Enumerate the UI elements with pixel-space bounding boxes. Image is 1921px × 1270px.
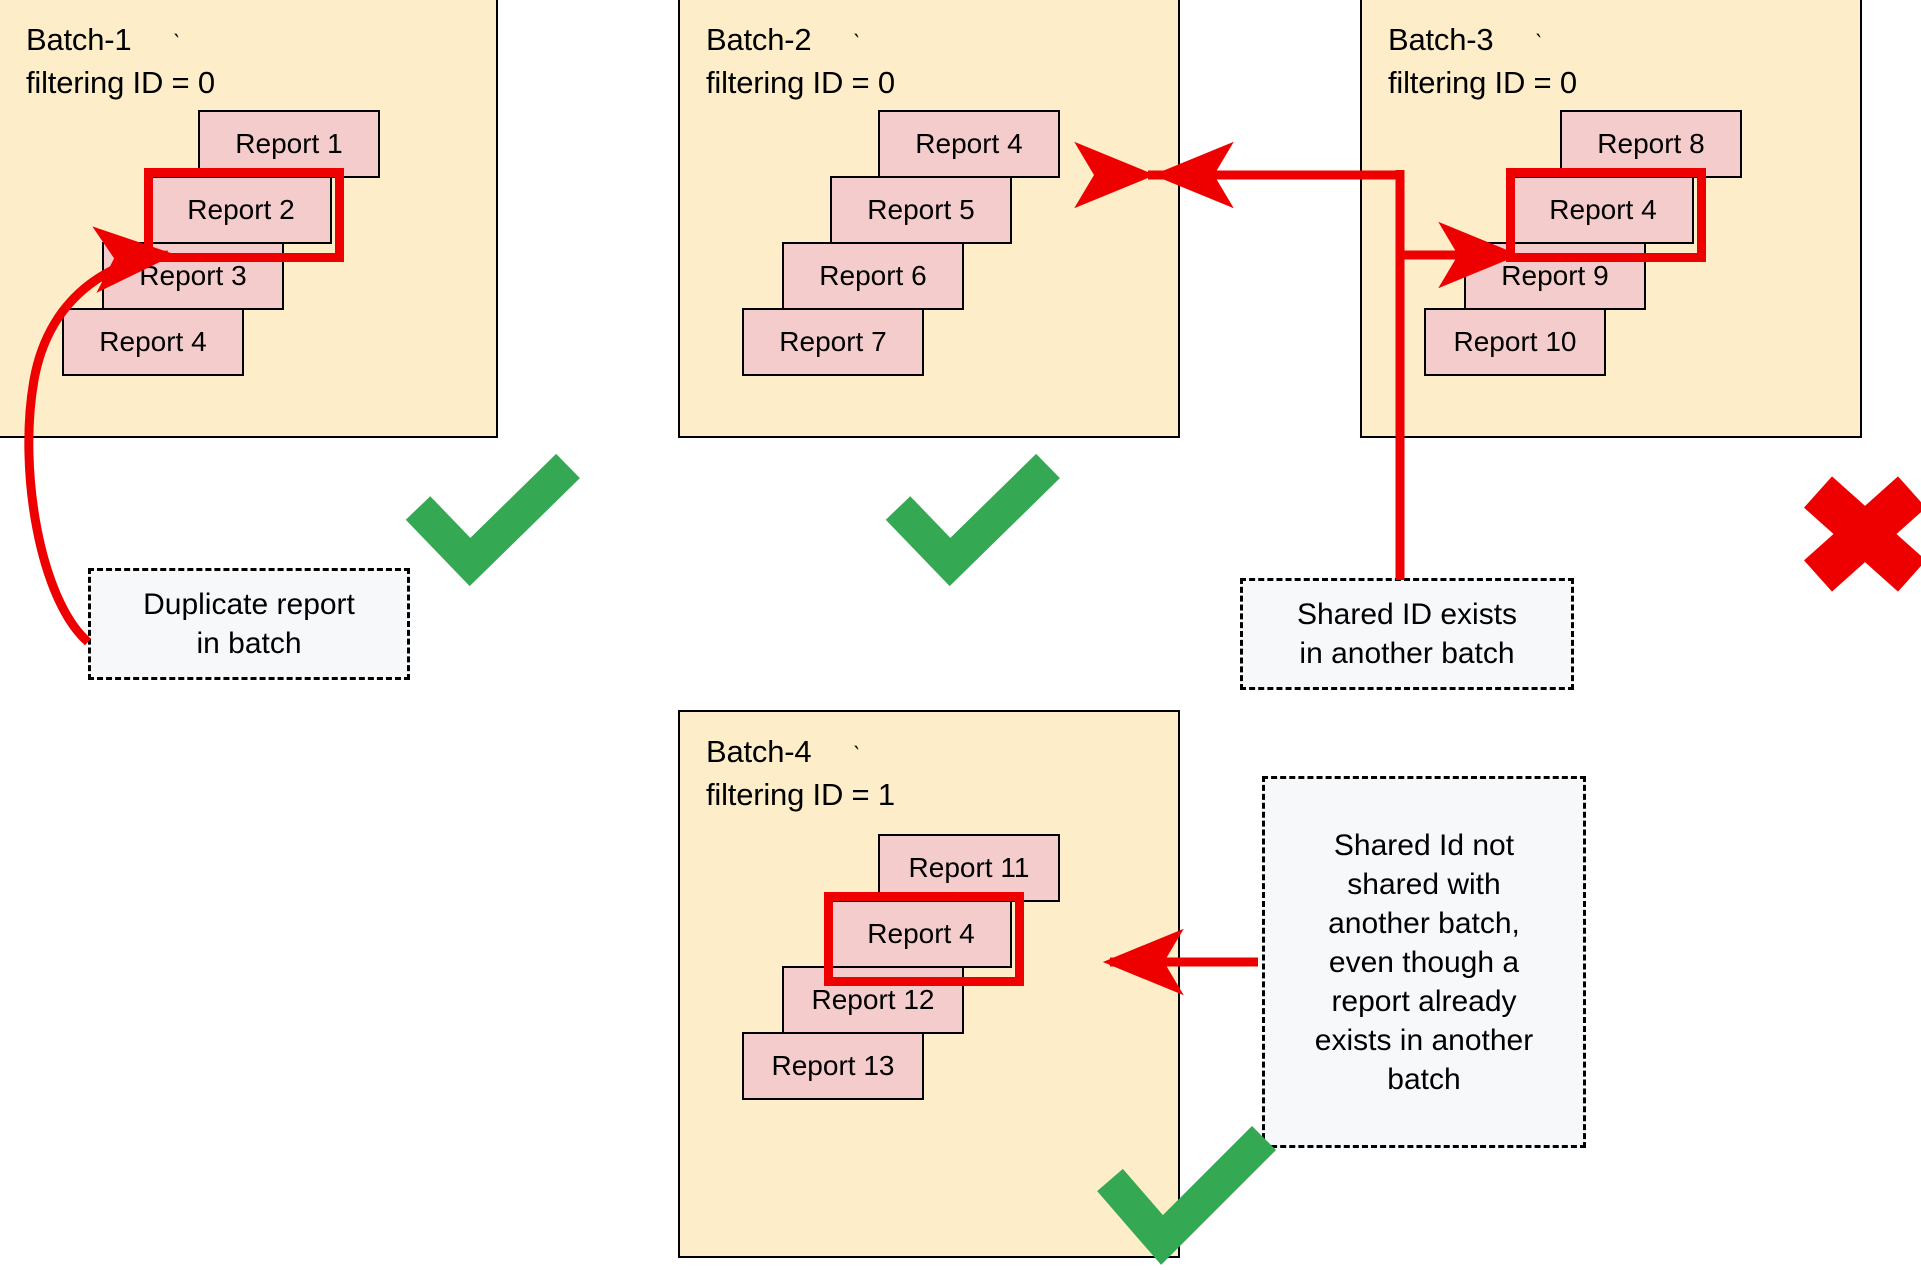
batch-container-1: Batch-1 filtering ID = 0 ` Report 1 Repo… [0, 0, 498, 438]
report-label: Report 1 [235, 128, 343, 159]
batch-container-3: Batch-3 filtering ID = 0 ` Report 8 Repo… [1360, 0, 1862, 438]
batch-container-4: Batch-4 filtering ID = 1 ` Report 11 Rep… [678, 710, 1180, 1258]
report-card: Report 2 [150, 176, 332, 244]
report-label: Report 2 [187, 194, 295, 225]
report-label: Report 11 [908, 852, 1030, 883]
report-label: Report 5 [867, 194, 975, 225]
report-label: Report 10 [1453, 326, 1577, 357]
callout-text: Shared ID exists in another batch [1296, 598, 1518, 670]
batch-title-4: Batch-4 filtering ID = 1 [706, 734, 895, 812]
report-card: Report 5 [830, 176, 1012, 244]
report-label: Report 4 [99, 326, 207, 357]
report-card: Report 11 [878, 834, 1060, 902]
batch-title-2: Batch-2 filtering ID = 0 [706, 22, 895, 100]
report-card: Report 8 [1560, 110, 1742, 178]
report-label: Report 12 [811, 984, 935, 1015]
report-card: Report 12 [782, 966, 964, 1034]
report-label: Report 9 [1501, 260, 1609, 291]
report-card: Report 6 [782, 242, 964, 310]
report-label: Report 4 [1549, 194, 1657, 225]
callout-text: Shared Id not shared with another batch,… [1314, 828, 1534, 1096]
report-card: Report 3 [102, 242, 284, 310]
report-card: Report 4 [62, 308, 244, 376]
report-label: Report 6 [819, 260, 927, 291]
check-icon [885, 453, 1060, 587]
report-card: Report 13 [742, 1032, 924, 1100]
report-card: Report 7 [742, 308, 924, 376]
report-card: Report 10 [1424, 308, 1606, 376]
cross-icon [1804, 476, 1921, 592]
report-card: Report 9 [1464, 242, 1646, 310]
callout-shared-id-exists: Shared ID exists in another batch [1240, 578, 1574, 690]
report-label: Report 7 [779, 326, 887, 357]
callout-duplicate-report: Duplicate report in batch [88, 568, 410, 680]
report-label: Report 8 [1597, 128, 1705, 159]
callout-text: Duplicate report in batch [143, 588, 355, 660]
report-label: Report 4 [915, 128, 1023, 159]
report-label: Report 4 [867, 918, 975, 949]
report-card: Report 1 [198, 110, 380, 178]
report-label: Report 13 [771, 1050, 895, 1081]
report-card: Report 4 [1512, 176, 1694, 244]
batch-title-1: Batch-1 filtering ID = 0 [26, 22, 215, 100]
batch-title-3: Batch-3 filtering ID = 0 [1388, 22, 1577, 100]
report-label: Report 3 [139, 260, 247, 291]
callout-shared-id-not-shared: Shared Id not shared with another batch,… [1262, 776, 1586, 1148]
batch-container-2: Batch-2 filtering ID = 0 ` Report 4 Repo… [678, 0, 1180, 438]
report-card: Report 4 [830, 900, 1012, 968]
report-card: Report 4 [878, 110, 1060, 178]
check-icon [405, 453, 580, 587]
